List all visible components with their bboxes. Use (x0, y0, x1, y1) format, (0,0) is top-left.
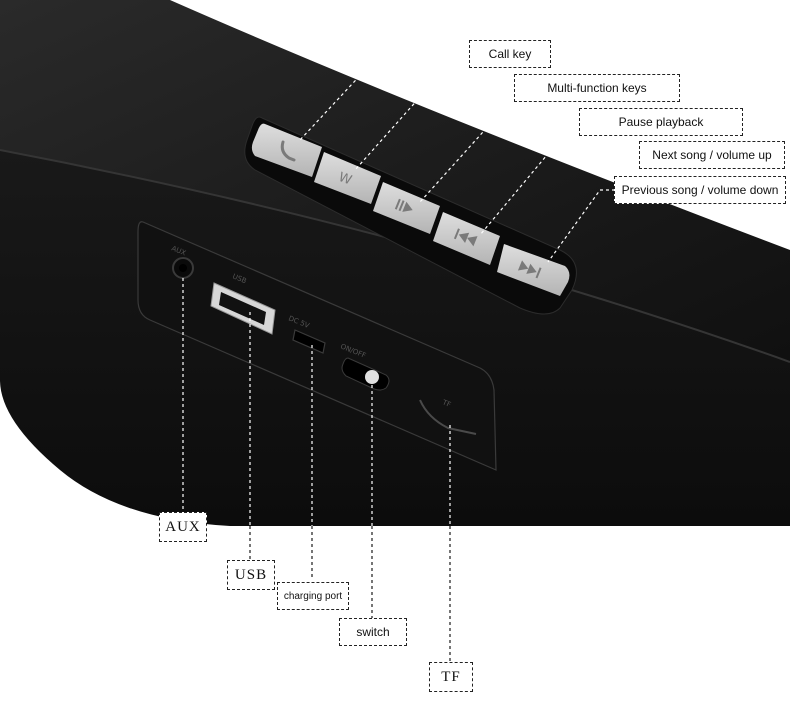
pause-playback-button[interactable] (373, 182, 440, 234)
call-button[interactable] (251, 123, 322, 177)
phone-icon (280, 140, 296, 162)
callout-pause-playback: Pause playback (579, 108, 743, 136)
aux-port[interactable] (172, 257, 194, 279)
callout-tf: TF (429, 662, 473, 692)
tf-slot[interactable] (419, 399, 477, 435)
panel-print-tf: TF (440, 398, 452, 409)
previous-icon (453, 228, 478, 247)
next-button[interactable] (497, 244, 570, 296)
callout-aux: AUX (159, 512, 207, 542)
callout-charging-port: charging port (277, 582, 349, 610)
callout-next-song: Next song / volume up (639, 141, 785, 169)
callout-call-key: Call key (469, 40, 551, 68)
next-icon (517, 260, 542, 279)
previous-button[interactable] (433, 212, 500, 265)
charging-port[interactable] (292, 329, 326, 354)
callout-usb: USB (227, 560, 275, 590)
callout-previous-song: Previous song / volume down (614, 176, 786, 204)
multi-function-button[interactable]: W (314, 152, 381, 204)
callout-multi-function-keys: Multi-function keys (514, 74, 680, 102)
usb-port[interactable] (210, 282, 276, 335)
play-pause-icon (394, 198, 413, 212)
callout-switch: switch (339, 618, 407, 646)
w-glyph: W (336, 170, 353, 189)
